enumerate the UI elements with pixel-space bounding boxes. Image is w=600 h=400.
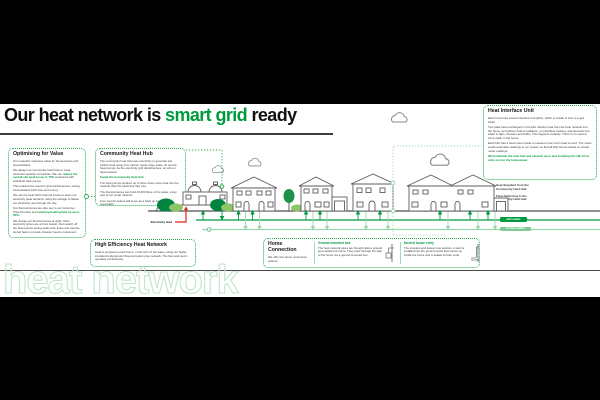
paragraph: We use the heat hub's thermal stores to … (13, 194, 81, 205)
paragraph-segment: Each home has a Heat Interface Unit (HIU… (488, 115, 585, 124)
home-callout-node-lower (390, 208, 396, 214)
paragraph: Our thermal stores are also key to our C… (13, 206, 81, 218)
paragraph: Heat is pumped to each home, in the form… (95, 249, 191, 262)
cloud-icon (429, 153, 450, 166)
paragraph-segment: Heat is pumped to each home, in the form… (95, 249, 188, 262)
optimising-body: Our networks maximise value for homeowne… (13, 158, 81, 235)
paragraph-segment: Four electric boilers will serve as a ba… (100, 198, 168, 206)
paragraph: Our networks maximise value for homeowne… (13, 158, 81, 167)
hiu-body: Each home has a Heat Interface Unit (HIU… (488, 115, 592, 162)
heat-network-watermark: heat network (2, 258, 239, 302)
footer-rule (0, 270, 600, 271)
title-suffix: ready (247, 105, 297, 125)
hub-connector-node (219, 184, 225, 189)
paragraph: Two plate heat exchangers in the HIU tra… (488, 125, 592, 141)
paragraph: The thermal stores can hold 40,000 litre… (100, 189, 181, 198)
title-underline (0, 133, 333, 135)
home-connection-intro: Home Connection We offer two home connec… (268, 241, 310, 264)
cloud-icon (390, 112, 408, 123)
paragraph-segment: We charge our thermal stores at night, w… (13, 218, 80, 234)
paragraph-segment: Our thermal stores are also key to our C… (13, 206, 75, 214)
electricity-feed-line (175, 206, 188, 223)
callout-high-efficiency-network: High Efficiency Heat Network Heat is pum… (90, 239, 196, 267)
return-arrows (243, 211, 498, 231)
home-callout-node-upper (390, 180, 396, 186)
paragraph-segment: Inside the Community Heat Hub (100, 175, 144, 180)
clouds (211, 112, 450, 173)
ducted-entry-text: The simplest and lowest cost solution. A… (404, 245, 465, 257)
cloud-icon (247, 157, 262, 167)
title-highlight: smart grid (165, 105, 248, 125)
paragraph-segment: We'll maintain the heat hub and network … (488, 153, 590, 162)
hub-bushes (157, 198, 235, 212)
paragraph-segment: Our networks maximise value for homeowne… (13, 158, 79, 167)
callout-community-heat-hub: Community Heat Hub The community heat hu… (95, 148, 186, 206)
paragraph-segment: reducing heating bills by up to 20%. (13, 209, 80, 218)
paragraph-segment: Two plate heat exchangers in the HIU tra… (488, 125, 590, 140)
cooler-water-badge: Cooler water (500, 226, 531, 232)
paragraph: This reduces the need for grid reinforce… (13, 185, 81, 192)
paragraph: The heat pumps produce up to three times… (100, 180, 181, 189)
street-illustration (84, 112, 600, 236)
ducted-entry-icon (471, 244, 479, 262)
home-connection-option-ground-box: Ground mounted box The heat network pipe… (314, 241, 396, 264)
paragraph-segment: The heat pumps produce up to three times… (100, 180, 179, 189)
return-pipe-node (206, 227, 212, 232)
hot-water-badge: Hot water (500, 217, 527, 222)
page-title: Our heat network is smart grid ready (4, 105, 297, 126)
paragraph: Inside the Community Heat Hub (100, 175, 181, 180)
home-connection-intro-text: We offer two home connection options: (268, 254, 307, 263)
hiu-heading: Heat Interface Unit (488, 108, 534, 114)
ground-box-heading: Ground mounted box (318, 241, 351, 245)
optimising-callout-connector (84, 194, 95, 199)
paragraph-segment: Each HIU has a heat meter inside to meas… (488, 141, 592, 153)
home-connection-option-ducted-entry: Ducted house entry The simplest and lowe… (400, 241, 479, 264)
tree (283, 189, 303, 212)
community-body: The community heat hub uses electricity … (100, 158, 181, 206)
supply-arrows (200, 209, 491, 221)
paragraph: Each home has a Heat Interface Unit (HIU… (488, 115, 592, 124)
higheff-body: Heat is pumped to each home, in the form… (95, 249, 191, 262)
paragraph: We'll maintain the heat hub and network … (488, 153, 592, 162)
paragraph: We charge our thermal stores at night, w… (13, 218, 81, 235)
higheff-heading: High Efficiency Heat Network (95, 242, 168, 248)
home-connection-heading: Home Connection (268, 241, 297, 253)
house-with-garage (298, 176, 348, 212)
paragraph-segment: The community heat hub uses electricity … (100, 158, 177, 174)
callout-home-connection: Home Connection We offer two home connec… (263, 238, 480, 268)
ground-box-text: The heat network pipes are brought above… (318, 245, 383, 257)
paragraph: Four electric boilers will serve as a ba… (100, 198, 181, 206)
paragraph-segment: We use the heat hub's thermal stores to … (13, 193, 80, 205)
house-semi-detached-1 (230, 176, 278, 212)
legend-supply-label: Heat Supplied from the Community Heat Hu… (496, 183, 529, 191)
paragraph-segment: We design our community heat hubs to mee… (13, 168, 71, 176)
house-semi-detached-2 (406, 174, 509, 212)
paragraph-segment: The thermal stores can hold 40,000 litre… (100, 189, 177, 198)
community-heading: Community Heat Hub (100, 151, 153, 157)
paragraph: We design our community heat hubs to mee… (13, 168, 81, 184)
callout-heat-interface-unit: Heat Interface Unit Each home has a Heat… (483, 105, 597, 180)
paragraph: The community heat hub uses electricity … (100, 158, 181, 175)
title-prefix: Our heat network is (4, 105, 166, 125)
content-band: Our heat network is smart grid ready Opt… (0, 104, 600, 302)
paragraph-segment: compared with individual heat pumps. (13, 175, 74, 183)
paragraph-segment: reduce the overall site peak by up to 75… (13, 171, 78, 180)
paragraph-segment: This reduces the need for grid reinforce… (13, 184, 80, 192)
callout-optimising-for-value: Optimising for Value Our networks maximi… (8, 148, 86, 238)
optimising-heading: Optimising for Value (13, 151, 64, 157)
ground-mounted-box-icon (385, 244, 394, 262)
paragraph: Each HIU has a heat meter inside to meas… (488, 141, 592, 153)
ducted-entry-heading: Ducted house entry (404, 241, 434, 245)
legend-return-label: Flow Returning to the Community Heat Hub (496, 193, 527, 202)
electricity-feed-label: Electricity feed (150, 219, 172, 224)
house-detached (350, 173, 396, 212)
hub-callout-connector (186, 149, 223, 185)
